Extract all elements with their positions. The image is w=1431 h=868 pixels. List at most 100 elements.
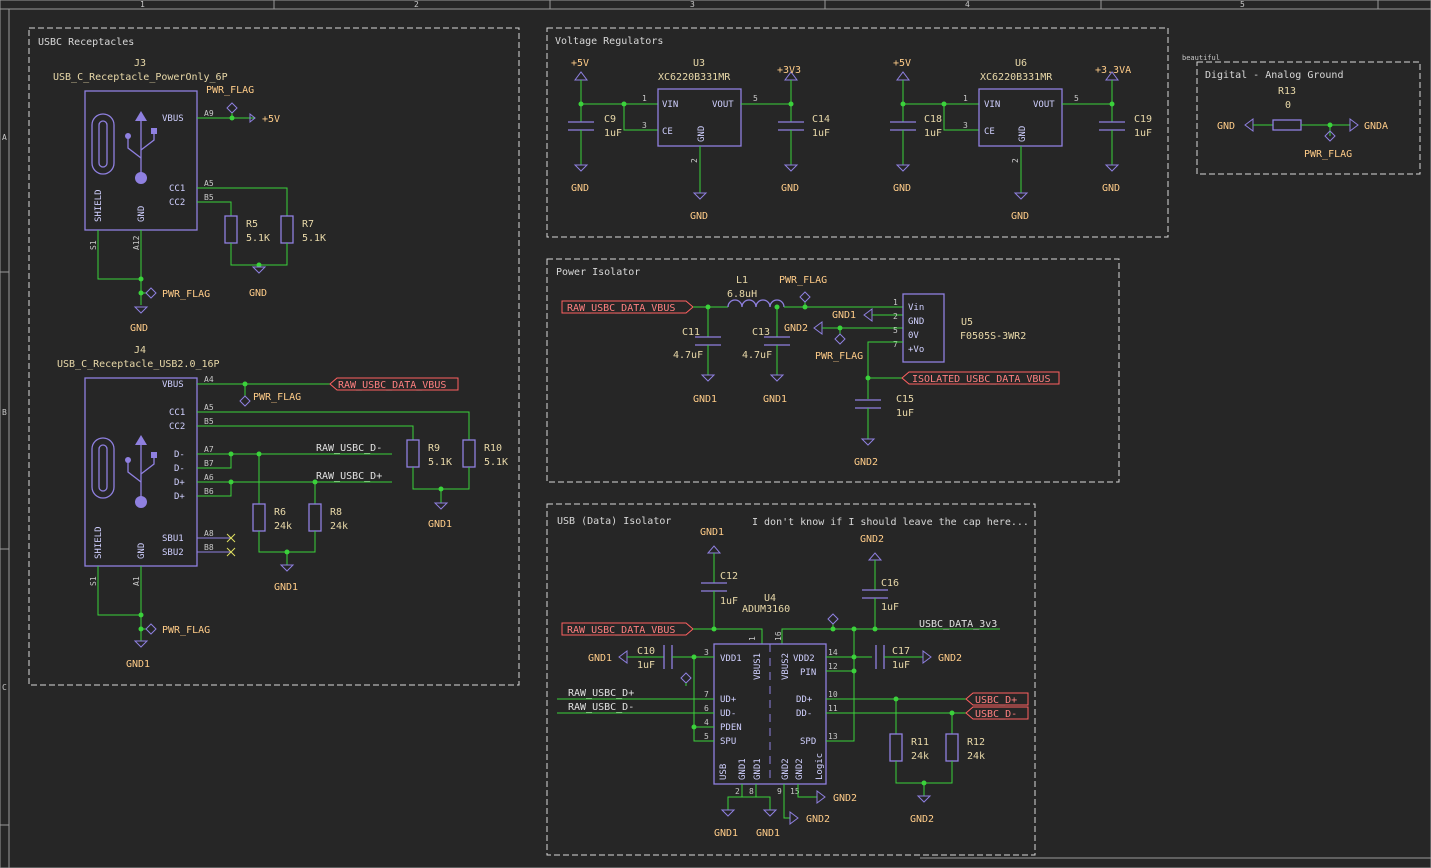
u4-pnum-7: 7 [704, 690, 709, 699]
r9r10-gnd1-label: GND1 [428, 519, 452, 530]
c16-ref: C16 [881, 578, 899, 589]
u4-pnum-9: 9 [777, 787, 782, 796]
r7-body[interactable] [281, 216, 293, 243]
c19-gnd-label: GND [1102, 183, 1120, 194]
r11-val: 24k [911, 751, 929, 762]
c16-gnd2-label: GND2 [860, 534, 884, 545]
j3-pnum-b5: B5 [204, 193, 214, 202]
raw-vbus-text-j4: RAW_USBC_DATA_VBUS [338, 380, 446, 391]
border-col-5: 5 [1240, 0, 1245, 9]
u3-ref: U3 [693, 58, 705, 69]
u5-pnum-5: 5 [893, 326, 898, 335]
r5-ref: R5 [246, 219, 258, 230]
j3-pnum-s1: S1 [89, 240, 98, 250]
border-col-4: 4 [965, 0, 970, 9]
u6-pin-vin: VIN [984, 100, 1000, 110]
border-row-a: A [2, 133, 7, 142]
c17-ref: C17 [892, 646, 910, 657]
r11-body[interactable] [890, 734, 902, 761]
u4-pin-pden: PDEN [720, 723, 742, 733]
j3-value: USB_C_Receptacle_PowerOnly_6P [53, 72, 228, 83]
u5-pnum-7: 7 [893, 340, 898, 349]
r12-ref: R12 [967, 737, 985, 748]
u4-pin-udp: UD+ [720, 695, 737, 705]
j3-pin-cc2: CC2 [169, 198, 185, 208]
u5-gnd2-label: GND2 [784, 323, 808, 334]
r9-body[interactable] [407, 440, 419, 467]
c15-cap[interactable] [855, 400, 881, 408]
r7-ref: R7 [302, 219, 314, 230]
c13-cap[interactable] [764, 337, 790, 345]
u5-pnum-2: 2 [893, 312, 898, 321]
u6-pnum-5: 5 [1074, 94, 1079, 103]
u6-val: XC6220B331MR [980, 72, 1053, 83]
r8-body[interactable] [309, 504, 321, 531]
u3-val: XC6220B331MR [658, 72, 731, 83]
j4-ref: J4 [134, 345, 146, 356]
u4-pin-vdd1: VDD1 [720, 654, 742, 664]
c11-cap[interactable] [695, 337, 721, 345]
c12-cap[interactable] [701, 583, 727, 591]
j4-connector[interactable]: J4 USB_C_Receptacle_USB2.0_16P VBUS CC1 … [57, 345, 220, 586]
j3-5v-label: +5V [262, 114, 280, 125]
u3-pin-ce: CE [662, 127, 673, 137]
raw-vbus-label-diso: RAW_USBC_DATA_VBUS [562, 623, 693, 636]
u4-pnum-8: 8 [749, 787, 754, 796]
u6-pnum-1: 1 [963, 94, 968, 103]
r13-ref: R13 [1278, 86, 1296, 97]
usbc-receptacle-icon [92, 114, 114, 174]
u4-pin-gnd2a: GND2 [781, 758, 791, 780]
c9-ref: C9 [604, 114, 616, 125]
j4-value: USB_C_Receptacle_USB2.0_16P [57, 359, 220, 370]
sheet-diso-title: USB (Data) Isolator [557, 516, 671, 527]
u4-pnum-2: 2 [735, 787, 740, 796]
usbc-dm-text: USBC_D- [975, 709, 1017, 720]
r10-val: 5.1K [484, 457, 508, 468]
r5-body[interactable] [225, 216, 237, 243]
u4-gnd1a-label: GND1 [714, 828, 738, 839]
j3-pin-gnd: GND [137, 206, 147, 222]
u4-val: ADUM3160 [742, 604, 790, 615]
c14-cap[interactable] [778, 122, 804, 130]
raw-vbus-text-piso: RAW_USBC_DATA_VBUS [567, 303, 675, 314]
c16-cap[interactable] [862, 590, 888, 598]
c19-cap[interactable] [1099, 122, 1125, 130]
c13-val: 4.7uF [742, 350, 772, 361]
c9-gnd-label: GND [571, 183, 589, 194]
u4-pin-usb: USB [719, 764, 729, 780]
r10-body[interactable] [463, 440, 475, 467]
dag-gnd-label: GND [1217, 121, 1235, 132]
l1-val: 6.8uH [727, 289, 757, 300]
c17-cap[interactable] [876, 645, 884, 669]
r6-val: 24k [274, 521, 292, 532]
r6r8-gnd1-label: GND1 [274, 582, 298, 593]
u6-pnum-3: 3 [963, 121, 968, 130]
r13-body[interactable] [1273, 120, 1301, 130]
c18-cap[interactable] [890, 122, 916, 130]
usbc-dm-label: USBC_D- [966, 707, 1028, 720]
u4-pin-ddp: DD+ [796, 695, 813, 705]
u5-isolator[interactable]: U5 F0505S-3WR2 Vin GND 0V +Vo 1 2 5 7 [893, 294, 1026, 362]
c10-cap[interactable] [664, 645, 672, 669]
c12-val: 1uF [720, 596, 738, 607]
u4-pnum-1: 1 [748, 636, 757, 641]
r11-ref: R11 [911, 737, 929, 748]
c9-cap[interactable] [568, 122, 594, 130]
border-row-b: B [2, 408, 7, 417]
c11-ref: C11 [682, 327, 700, 338]
u5-pin-0v: 0V [908, 331, 919, 341]
u4-isolator[interactable]: U4 ADUM3160 VDD1 VBUS1 VBUS2 VDD2 PIN UD… [704, 593, 838, 796]
u4-pin-spd: SPD [800, 737, 816, 747]
c13-ref: C13 [752, 327, 770, 338]
r6-body[interactable] [253, 504, 265, 531]
j3-connector[interactable]: J3 USB_C_Receptacle_PowerOnly_6P VBUS CC… [53, 58, 228, 250]
u5-val: F0505S-3WR2 [960, 331, 1026, 342]
u5-pin-gnd: GND [908, 317, 924, 327]
r12-body[interactable] [946, 734, 958, 761]
c18-gnd-label: GND [893, 183, 911, 194]
u4-pin-gnd2b: GND2 [795, 758, 805, 780]
u5-flag-label: PWR_FLAG [815, 351, 863, 362]
border-col-1: 1 [140, 0, 145, 9]
j3-gnd-label: GND [130, 323, 148, 334]
